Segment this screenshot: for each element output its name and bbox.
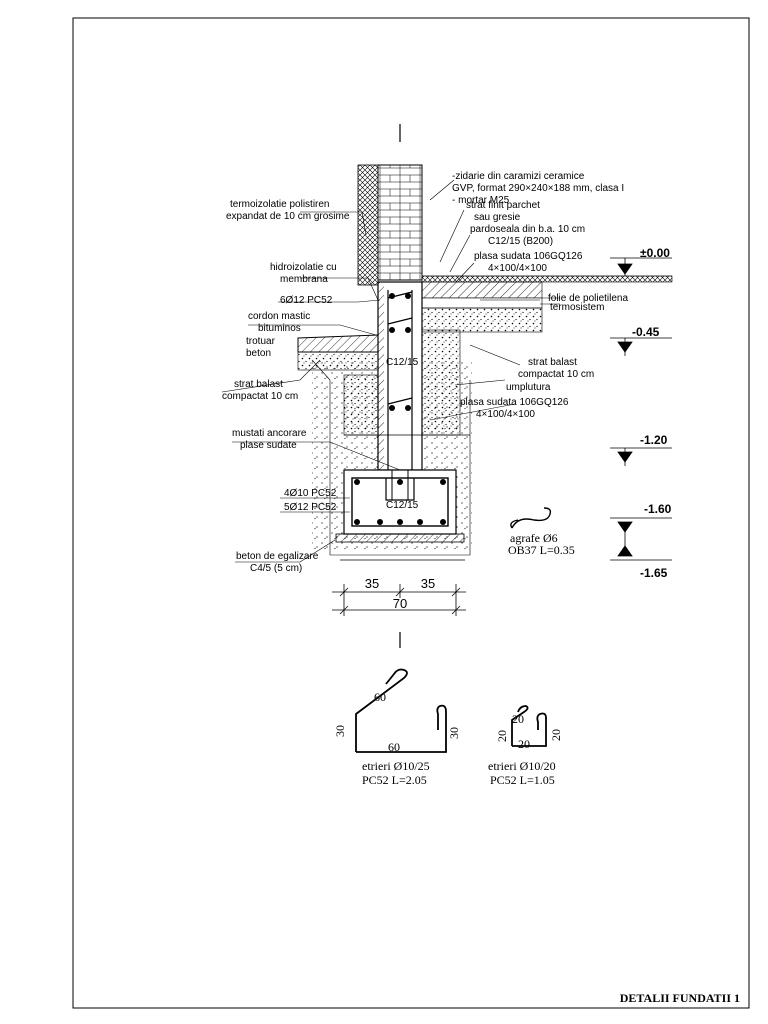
label-lean-1: beton de egalizare	[236, 551, 319, 562]
level-4: -1.65	[640, 566, 668, 580]
label-mesh-wall-1: plasa sudata 106GQ126	[460, 397, 569, 408]
foundation-wall	[377, 281, 423, 471]
dim-total: 70	[393, 596, 407, 611]
clip-shape	[510, 507, 552, 529]
small-dim-right: 20	[549, 729, 563, 741]
label-gravel-out-1: strat balast	[234, 379, 283, 390]
small-dim-top: 20	[512, 712, 524, 726]
label-mesh-top-2: 4×100/4×100	[488, 263, 547, 274]
label-poly-1: folie de polietilena	[548, 293, 628, 304]
label-poly-2: termosistem	[550, 302, 604, 313]
label-mastic-2: bituminos	[258, 323, 301, 334]
large-dim-top: 60	[374, 690, 386, 704]
label-masonry-3: - mortar M25	[452, 195, 510, 206]
level-1: -0.45	[632, 325, 660, 339]
level-2: -1.20	[640, 433, 668, 447]
level-0: ±0.00	[640, 246, 670, 260]
label-finish-2: sau gresie	[474, 212, 521, 223]
label-waterproof-1: hidroizolatie cu	[270, 262, 337, 273]
label-fill: umplutura	[506, 382, 551, 393]
label-mesh-top-1: plasa sudata 106GQ126	[474, 251, 583, 262]
label-anchors-2: plase sudate	[240, 440, 297, 451]
level-markers	[610, 257, 672, 561]
large-caption-2: PC52 L=2.05	[362, 773, 427, 787]
dim-half-right: 35	[421, 576, 435, 591]
large-dim-left: 30	[333, 725, 347, 737]
fill-zone	[419, 329, 461, 436]
label-sidewalk-2: beton	[246, 348, 271, 359]
beam-rebars	[389, 293, 411, 411]
label-slab-1: pardoseala din b.a. 10 cm	[470, 224, 585, 235]
label-gravel-in-1: strat balast	[528, 357, 577, 368]
label-insulation-1: termoizolatie polistiren	[230, 199, 330, 210]
dim-half-left: 35	[365, 576, 379, 591]
label-insulation-2: expandat de 10 cm grosime	[226, 211, 350, 222]
large-caption-1: etrieri Ø10/25	[362, 759, 430, 773]
masonry-wall	[357, 164, 423, 286]
fill-zone-left	[343, 374, 379, 436]
label-concrete-wall: C12/15	[386, 357, 419, 368]
label-masonry-1: -zidarie din caramizi ceramice	[452, 171, 585, 182]
label-anchors-1: mustati ancorare	[232, 428, 307, 439]
small-caption-2: PC52 L=1.05	[490, 773, 555, 787]
large-dim-bottom: 60	[388, 740, 400, 754]
label-slab-2: C12/15 (B200)	[488, 236, 553, 247]
label-concrete-foot: C12/15	[386, 500, 419, 511]
label-mastic-1: cordon mastic	[248, 311, 310, 322]
label-rebar-beam: 6Ø12 PC52	[280, 295, 333, 306]
small-dim-bottom: 20	[518, 737, 530, 751]
label-rebar-foot-1: 4Ø10 PC52	[284, 488, 337, 499]
label-lean-2: C4/5 (5 cm)	[250, 563, 302, 574]
label-waterproof-2: membrana	[280, 274, 328, 285]
label-masonry-2: GVP, format 290×240×188 mm, clasa I	[452, 183, 624, 194]
label-clip-2: OB37 L=0.35	[508, 543, 575, 557]
label-sidewalk-1: trotuar	[246, 336, 276, 347]
level-3: -1.60	[644, 502, 672, 516]
label-mesh-wall-2: 4×100/4×100	[476, 409, 535, 420]
label-rebar-foot-2: 5Ø12 PC52	[284, 502, 337, 513]
label-gravel-out-2: compactat 10 cm	[222, 391, 298, 402]
dimension-lines	[332, 584, 466, 616]
small-dim-left: 20	[495, 730, 509, 742]
small-caption-1: etrieri Ø10/20	[488, 759, 556, 773]
ground-lines	[340, 434, 470, 561]
sheet-title: DETALII FUNDATII 1	[620, 991, 740, 1005]
large-dim-right: 30	[447, 727, 461, 739]
label-gravel-in-2: compactat 10 cm	[518, 369, 594, 380]
label-finish-1: strat finit parchet	[466, 200, 540, 211]
sidewalk	[297, 334, 379, 371]
stirrup-small	[511, 705, 547, 747]
leader-lines	[221, 179, 560, 563]
sheet-frame	[72, 17, 750, 1009]
label-clip-1: agrafe Ø6	[510, 531, 558, 545]
stirrup-large	[355, 668, 447, 753]
